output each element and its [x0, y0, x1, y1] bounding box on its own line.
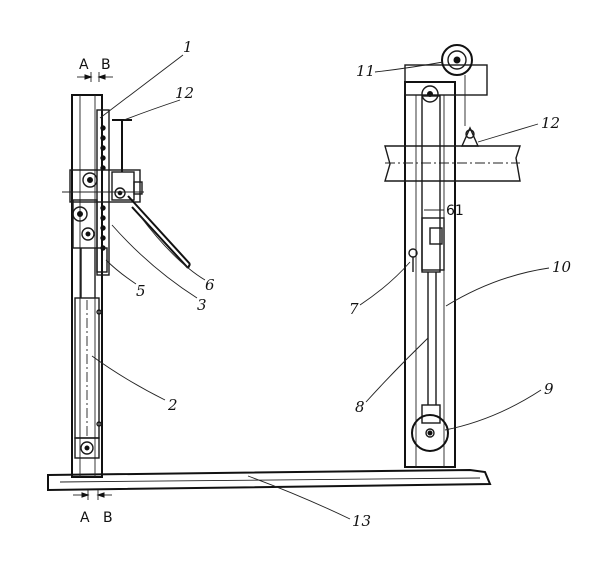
callout-3: 3 — [197, 296, 207, 314]
leader-lines — [91, 54, 550, 520]
top-beam — [404, 64, 488, 103]
section-label-bottom-b: B — [103, 510, 113, 526]
lower-pivot — [72, 199, 108, 298]
callout-6: 6 — [205, 276, 215, 294]
callout-12-left: 12 — [175, 84, 194, 102]
section-label-bottom-a: A — [80, 510, 90, 526]
callout-8: 8 — [355, 398, 365, 416]
eye-bolt — [408, 248, 418, 272]
left-column — [71, 94, 103, 478]
carriage: 61 — [421, 95, 464, 273]
callout-10: 10 — [552, 258, 572, 276]
callout-13: 13 — [352, 512, 371, 530]
base-plate — [47, 468, 492, 492]
section-label-top-a: A — [79, 57, 89, 73]
chain — [427, 272, 437, 405]
diagonal-brace — [127, 195, 191, 269]
top-pulley — [441, 44, 473, 126]
callout-7: 7 — [349, 300, 359, 318]
callout-5: 5 — [136, 282, 146, 300]
workpiece-beam — [384, 126, 521, 182]
callout-1: 1 — [183, 38, 193, 56]
right-column — [404, 81, 456, 468]
section-label-top-b: B — [101, 57, 111, 73]
callout-12-right: 12 — [541, 114, 560, 132]
detail-label-61: 61 — [446, 203, 464, 219]
section-mark-top — [77, 72, 113, 82]
lift-cylinder — [74, 297, 102, 459]
rack-strip — [96, 109, 110, 276]
callout-9: 9 — [544, 380, 554, 398]
clamp-bracket — [62, 119, 144, 203]
callout-2: 2 — [167, 396, 178, 414]
section-mark-bottom — [73, 490, 112, 500]
callout-11: 11 — [356, 62, 375, 80]
lower-sprocket — [411, 404, 449, 452]
